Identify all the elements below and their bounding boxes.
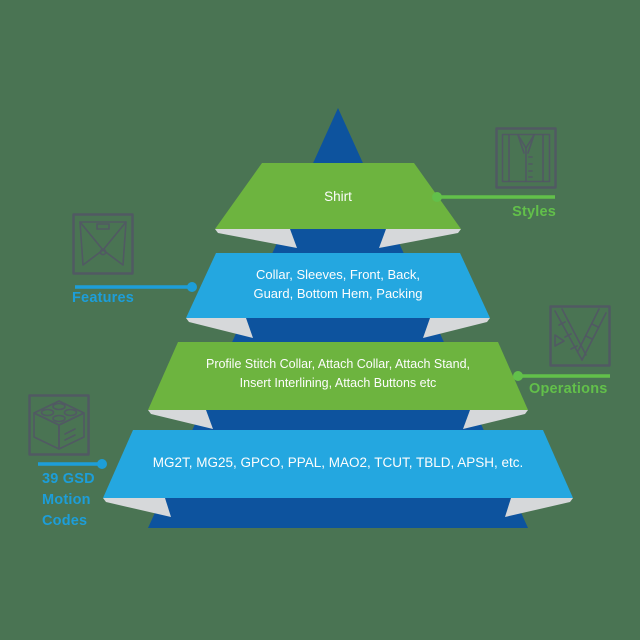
flap-right-2 — [423, 318, 490, 338]
shirt-side-seams — [508, 134, 544, 182]
features-connector — [75, 282, 197, 292]
tier-motion-codes-label: MG2T, MG25, GPCO, PPAL, MAO2, TCUT, TBLD… — [153, 455, 524, 470]
tier-shirt-label: Shirt — [324, 189, 352, 204]
flap-left-3 — [148, 410, 213, 429]
motion-codes-label-line-1: 39 GSD — [42, 471, 95, 487]
flap-left-4 — [103, 498, 171, 517]
tier-shirt-line: Shirt — [324, 189, 352, 204]
operations-dot — [513, 371, 523, 381]
tier-operations-line-2: Insert Interlining, Attach Buttons etc — [239, 376, 437, 390]
tier-operations-shape — [148, 342, 528, 410]
block-stud-3 — [40, 408, 55, 417]
motion-block-frame — [28, 394, 90, 456]
block-stud-2 — [63, 408, 78, 417]
collar-buttonhole — [96, 223, 110, 230]
fold-flaps — [103, 229, 573, 517]
shirt-icon-frame — [495, 127, 557, 189]
flap-left-2 — [186, 318, 253, 338]
features-label: Features — [72, 290, 135, 306]
stitch-flag — [554, 334, 565, 347]
operations-label: Operations — [529, 381, 608, 397]
block-left-face — [33, 412, 60, 450]
collar-icon — [72, 213, 134, 275]
collar-button — [99, 248, 107, 256]
tier-operations-line-1: Profile Stitch Collar, Attach Collar, At… — [205, 357, 471, 371]
tier-operations-label: Profile Stitch Collar, Attach Collar, At… — [206, 355, 470, 393]
shirt-icon — [495, 127, 557, 189]
block-stud-4 — [52, 414, 66, 423]
flap-right-1 — [379, 229, 461, 248]
motion-codes-label-line-3: Codes — [42, 513, 88, 529]
motion-codes-label: 39 GSD Motion Codes — [42, 469, 95, 532]
motion-codes-dot — [97, 459, 107, 469]
tier-features-label: Collar, Sleeves, Front, Back, Guard, Bot… — [253, 265, 422, 303]
tier-shirt-shape — [215, 163, 461, 229]
collar-right-flap — [102, 221, 127, 266]
styles-connector — [432, 192, 555, 202]
operations-connector — [513, 371, 610, 381]
features-dot — [187, 282, 197, 292]
motion-block-icon — [28, 394, 90, 456]
stitch-icon — [549, 305, 611, 367]
tier-features-line-1: Collar, Sleeves, Front, Back, — [255, 267, 421, 282]
stitch-right-lines — [577, 308, 607, 361]
shirt-buttons — [528, 156, 533, 178]
motion-codes-connector — [38, 459, 107, 469]
styles-dot — [432, 192, 442, 202]
styles-label: Styles — [512, 204, 556, 220]
flap-left-1 — [215, 229, 297, 248]
tier-motion-codes-line: MG2T, MG25, GPCO, PPAL, MAO2, TCUT, TBLD… — [152, 455, 524, 470]
collar-icon-frame — [72, 213, 134, 275]
flap-right-4 — [505, 498, 573, 517]
tier-features-line-2: Guard, Bottom Hem, Packing — [253, 286, 423, 301]
block-face-marks — [64, 428, 76, 441]
block-right-face — [58, 412, 85, 450]
stitch-icon-frame — [549, 305, 611, 367]
collar-left-flap — [79, 221, 104, 266]
flap-right-3 — [463, 410, 528, 429]
stitch-ticks — [558, 321, 599, 350]
motion-codes-label-line-2: Motion — [42, 492, 91, 508]
block-stud-1 — [52, 402, 66, 411]
tier-motion-codes-shape — [103, 430, 573, 498]
tier-features-shape — [186, 253, 490, 318]
shirt-lapels — [517, 134, 535, 154]
